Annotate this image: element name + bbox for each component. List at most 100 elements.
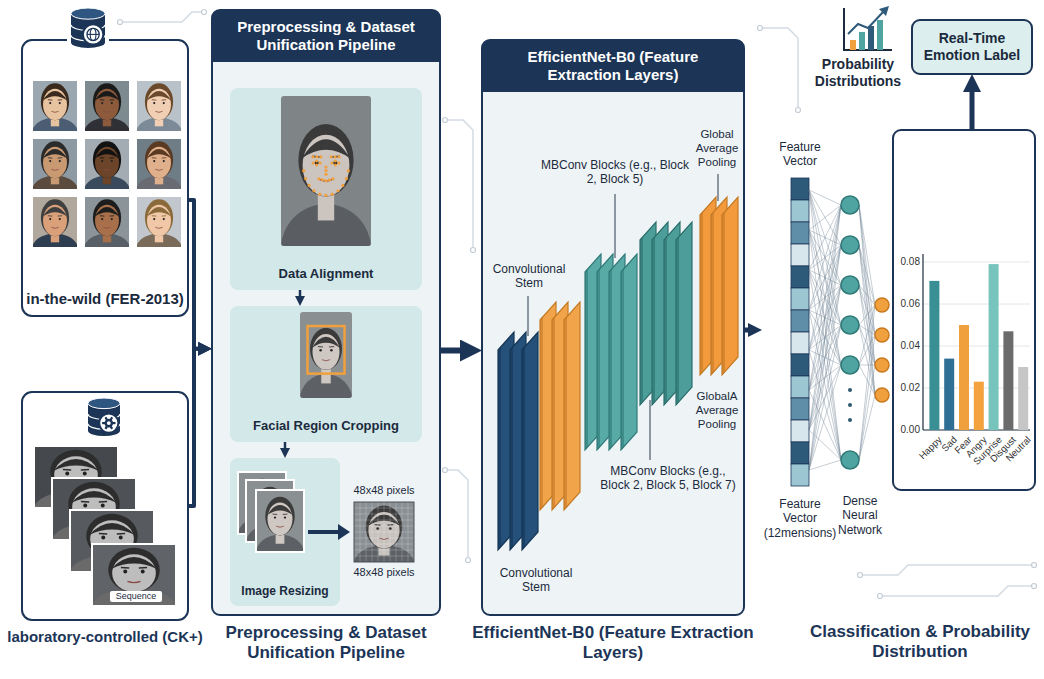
- vector-cell: [791, 442, 809, 464]
- flow-arrow: [970, 90, 975, 130]
- axis-tick: 0.00: [893, 424, 920, 436]
- circuit-dot: [118, 20, 123, 25]
- probability-bar: [1003, 331, 1013, 430]
- eye: [123, 570, 127, 574]
- grid-line: [923, 262, 1030, 263]
- photo-frame: [32, 138, 78, 190]
- neuron: [841, 316, 859, 334]
- network-link: [809, 245, 841, 470]
- eye: [111, 102, 113, 104]
- layer-slab: [700, 197, 716, 375]
- eye: [153, 160, 155, 162]
- mouth: [103, 111, 110, 113]
- layer-slab: [640, 222, 656, 405]
- eye: [141, 570, 145, 574]
- layer-slab-edge: [664, 237, 667, 405]
- eyebrow: [162, 157, 167, 158]
- layer-slab-edge: [676, 237, 679, 405]
- layer-slab: [552, 302, 568, 510]
- eyebrow: [58, 215, 63, 216]
- eye: [119, 536, 123, 540]
- network-link: [859, 335, 875, 460]
- layer-slab: [498, 332, 514, 550]
- eyebrow: [110, 215, 115, 216]
- face-photo: [300, 312, 352, 398]
- neuron: [841, 276, 859, 294]
- network-link: [809, 460, 841, 470]
- hair-fringe: [94, 149, 119, 159]
- hair-fringe: [301, 139, 350, 158]
- network-link: [809, 205, 841, 470]
- vector-cell: [791, 222, 809, 244]
- vector-label: Feature Vector: [762, 140, 838, 169]
- eye: [319, 349, 321, 351]
- eye: [101, 218, 103, 220]
- vector-cell: [791, 376, 809, 398]
- hair-fringe: [94, 207, 119, 217]
- landmark-dot: [334, 159, 337, 162]
- eyebrow: [152, 99, 157, 100]
- layer-slab: [540, 302, 556, 510]
- eyebrow: [110, 157, 115, 158]
- chart-icon-bar: [859, 32, 865, 50]
- eye: [101, 504, 105, 508]
- mouth: [276, 526, 283, 527]
- pixel-grid: [402, 502, 403, 562]
- eyebrow: [99, 501, 107, 503]
- layer-slab: [585, 254, 601, 450]
- landmark-dot: [315, 163, 318, 166]
- panel-caption: EfficientNet-B0 (Feature Extraction Laye…: [470, 623, 756, 664]
- eye: [83, 504, 87, 508]
- face-photo: [84, 80, 130, 132]
- network-link: [809, 325, 841, 470]
- landmark-dot: [336, 189, 339, 192]
- dataset-name: laboratory-controlled (CK+): [4, 628, 206, 646]
- landmark-dot: [317, 177, 320, 180]
- eyebrow: [110, 99, 115, 100]
- eyebrow: [58, 157, 63, 158]
- feature-vector: Feature VectorFeature Vector (12mensions…: [762, 140, 838, 540]
- network-link: [809, 190, 841, 205]
- layer-slab-edge: [522, 347, 525, 550]
- box-outline: [912, 20, 1032, 74]
- layer-label: Dense Neural Network: [828, 494, 892, 537]
- circuit-trace: [120, 12, 204, 22]
- step-label: Data Alignment: [234, 266, 418, 282]
- probability-bar: [959, 325, 969, 430]
- neuron: [841, 236, 859, 254]
- flow-arrow: [284, 442, 287, 449]
- database-badge: [83, 24, 103, 44]
- landmark-dot: [324, 173, 327, 176]
- hair: [41, 141, 69, 178]
- face: [147, 205, 171, 236]
- pixel-grid: [390, 502, 391, 562]
- face-photo: [32, 196, 78, 248]
- circuit-dot: [466, 558, 471, 563]
- network-panel: EfficientNet-B0 (Feature Extraction Laye…: [482, 40, 744, 615]
- output-neuron: [875, 328, 889, 342]
- circuit-dot: [1032, 563, 1037, 568]
- flow-arrow: [299, 290, 302, 297]
- frame-tag: Sequence: [110, 591, 162, 602]
- layer-slab-edge: [597, 269, 600, 450]
- eyebrow: [63, 469, 71, 471]
- landmark-dot: [345, 177, 348, 180]
- neuron: [841, 451, 859, 469]
- eye: [83, 472, 87, 476]
- landmark-dot: [334, 155, 337, 158]
- dataset-name: in-the-wild (FER-2013): [26, 290, 184, 308]
- eye: [59, 102, 61, 104]
- output-label: Real-Time Emotion Label: [918, 30, 1026, 64]
- hair-fringe: [71, 491, 117, 503]
- neuron: [841, 196, 859, 214]
- eyebrow: [81, 501, 89, 503]
- hair: [93, 199, 121, 236]
- globe-glyph: [87, 34, 99, 35]
- vector-label: Feature Vector (12mensions): [762, 497, 838, 540]
- circuit-dot: [1032, 584, 1037, 589]
- box-outline: [230, 88, 422, 290]
- layer-label: Convolutional Stem: [484, 566, 588, 595]
- network-link: [809, 190, 841, 325]
- landmark-dot: [337, 161, 340, 164]
